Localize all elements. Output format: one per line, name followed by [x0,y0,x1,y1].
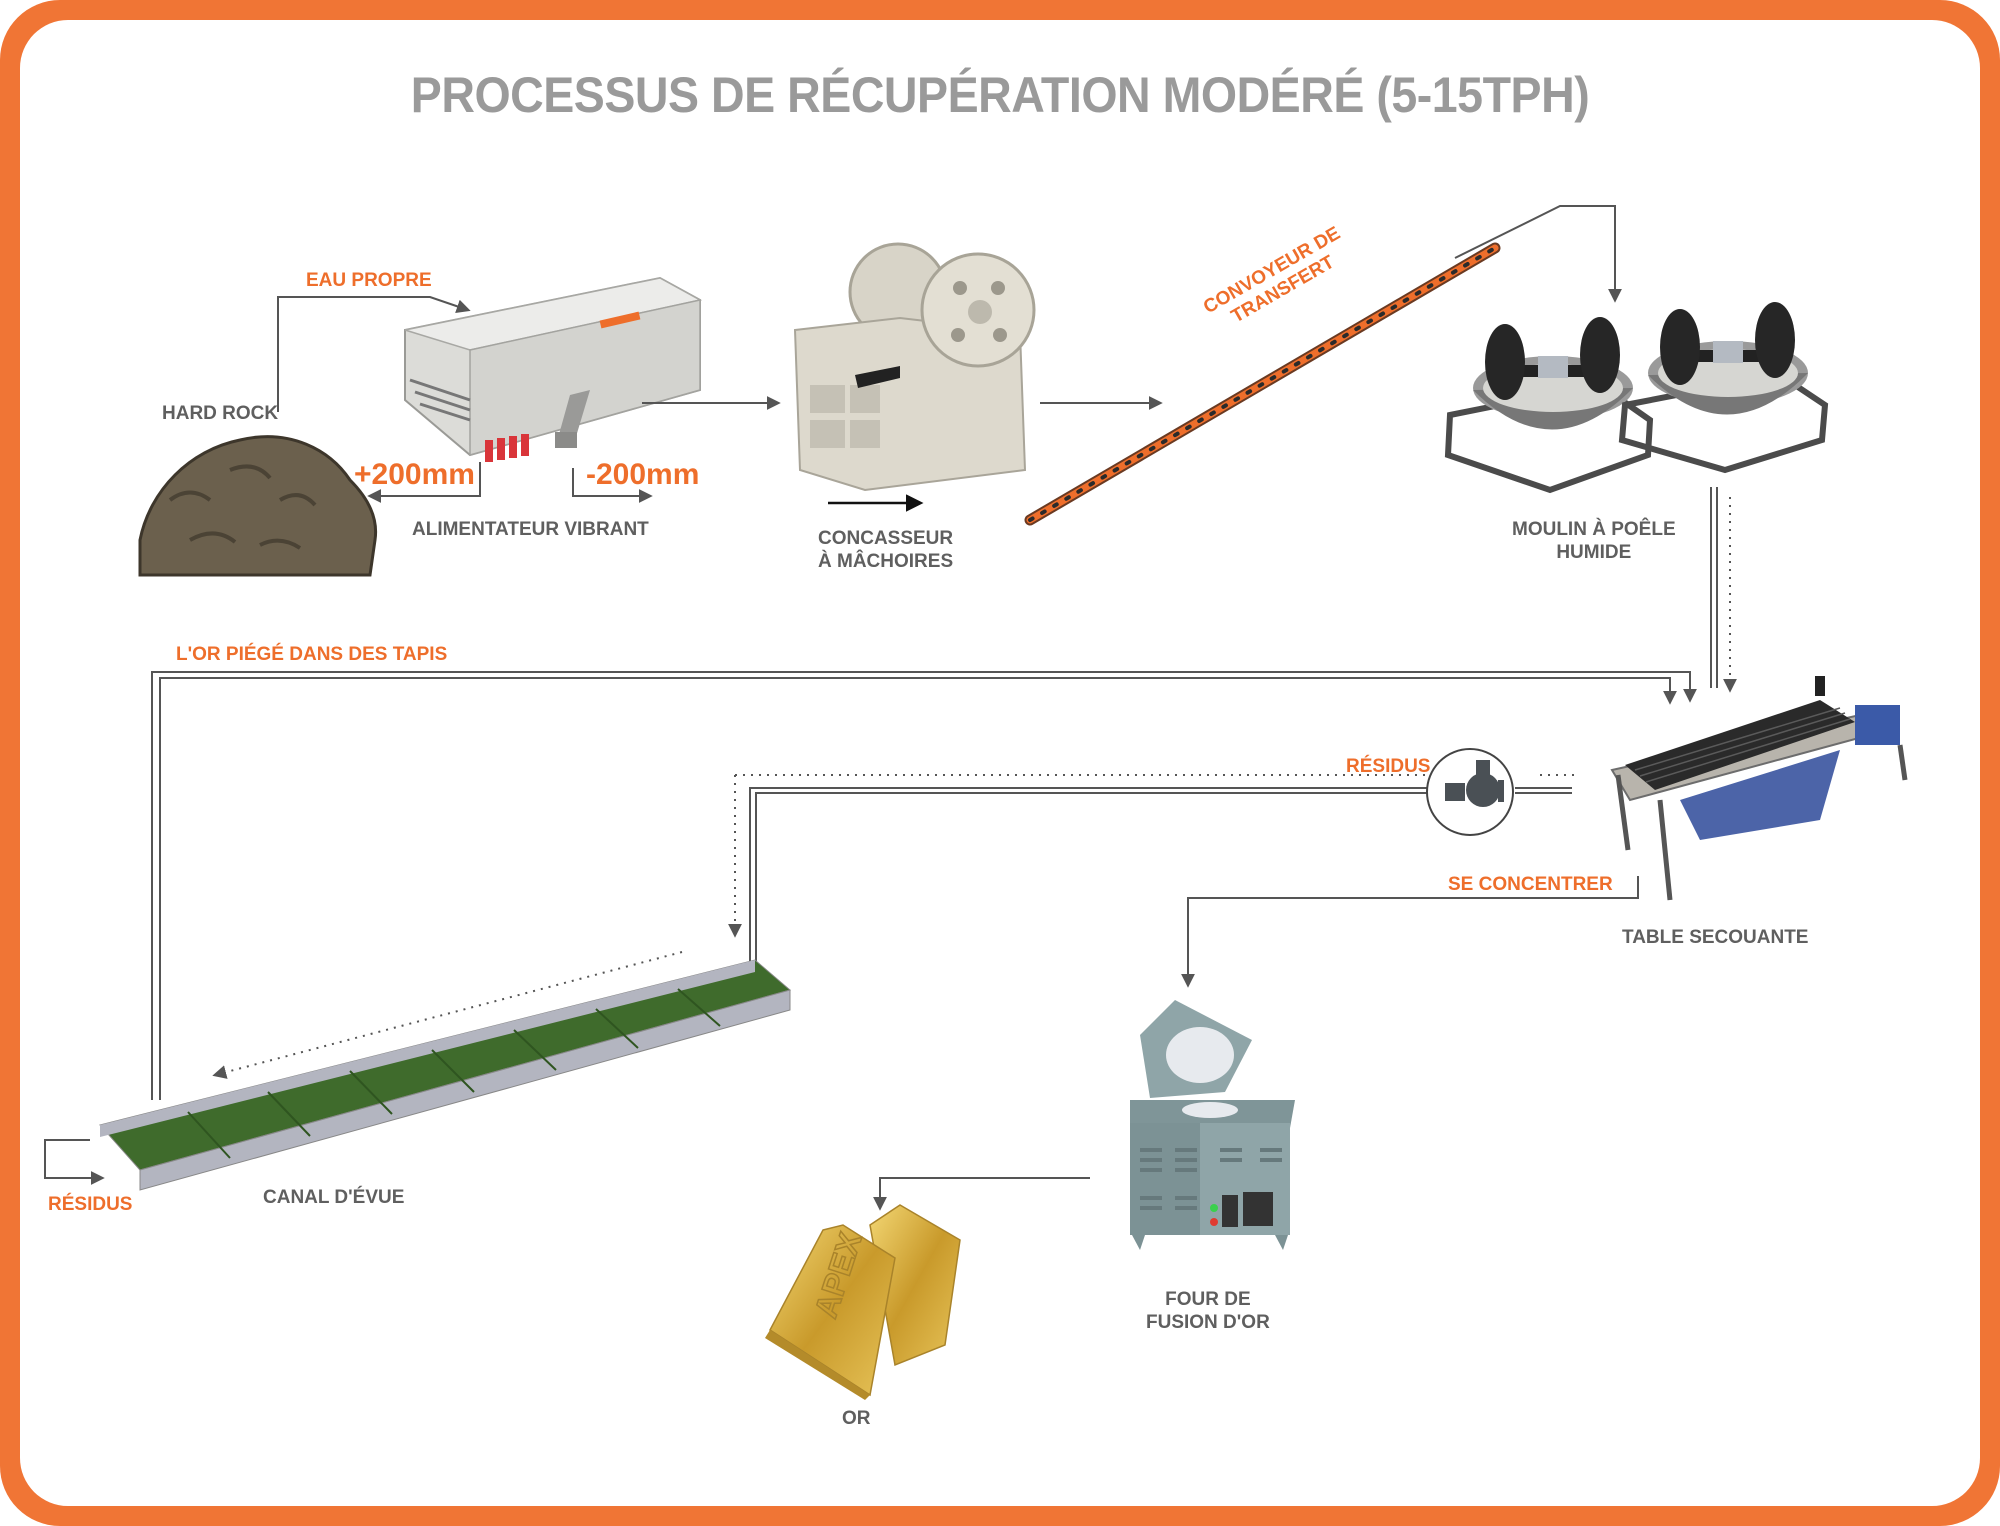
concentrate-arrow [1181,876,1639,988]
gold-furnace-icon [1130,1000,1295,1250]
jaw-crusher-label-line2: À MÂCHOIRES [818,551,954,572]
gold-label: OR [842,1408,871,1429]
vibrating-feeder-icon [404,276,703,462]
diagram-title: PROCESSUS DE RÉCUPÉRATION MODÉRÉ (5-15TP… [410,67,1590,123]
conveyor-to-mill-arrow [1454,205,1622,303]
undersize-label: -200mm [586,458,700,491]
hard-rock-label: HARD ROCK [162,403,279,424]
transfer-conveyor-icon [1024,242,1501,526]
tailings-pump-label: RÉSIDUS [1346,756,1431,777]
gold-bars-icon [765,1204,961,1400]
furnace-label-line2: FUSION D'OR [1146,1312,1270,1333]
sluice-icon [99,959,792,1191]
pump-icon [1426,748,1514,836]
gold-trapped-label: L'OR PIÉGÉ DANS DES TAPIS [176,644,448,665]
vibrating-feeder-label: ALIMENTATEUR VIBRANT [412,519,649,540]
oversize-label: +200mm [354,458,475,491]
oversize-arrow [367,462,481,503]
wet-pan-mill-label-line1: MOULIN À POÊLE [1512,519,1676,540]
clean-water-arrow [277,296,471,412]
clean-water-label: EAU PROPRE [306,270,432,291]
wet-pan-mill-icon [1444,302,1829,494]
jaw-crusher-label: CONCASSEUR À MÂCHOIRES [818,527,953,573]
shaking-table-label: TABLE SECOUANTE [1622,927,1809,948]
gold-trapped-return-line [151,671,1697,1100]
shaking-table-icon [1610,676,1908,901]
jaw-crusher-icon [793,242,1036,492]
wet-pan-mill-label-line2: HUMIDE [1556,542,1632,563]
furnace-label: FOUR DE FUSION D'OR [1146,1288,1270,1334]
sluice-tailings-arrow [44,1139,105,1185]
jaw-crusher-label-line1: CONCASSEUR [818,528,954,549]
concentrate-label: SE CONCENTRER [1448,874,1613,895]
tailings-out-label: RÉSIDUS [48,1194,133,1215]
hard-rock-icon [138,435,378,577]
undersize-arrow [572,468,653,503]
sluice-label: CANAL D'ÉVUE [263,1187,405,1208]
furnace-label-line1: FOUR DE [1165,1289,1251,1310]
sluice-flow-dotted-arrow [212,951,683,1079]
tailings-pipe [749,787,1430,962]
furnace-to-gold-arrow [873,1177,1090,1211]
wet-pan-mill-label: MOULIN À POÊLE HUMIDE [1512,518,1676,564]
